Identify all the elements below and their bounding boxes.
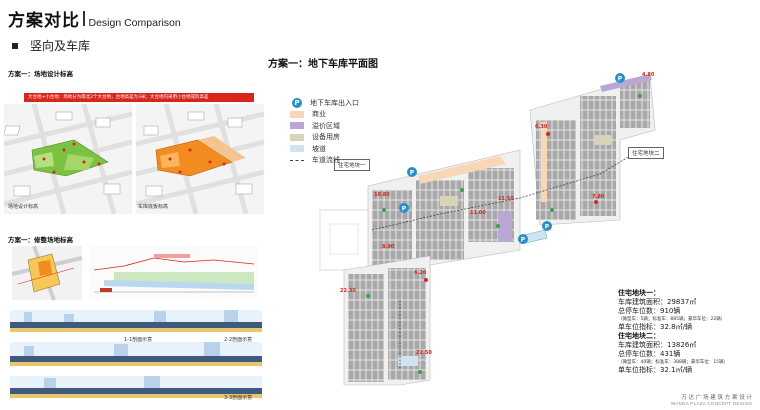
elevation-label-2: 6.30 [535,124,548,130]
caption-site-elevation: 场地设计标高 [8,204,39,210]
plot-two-heading: 住宅地块二： [618,332,660,340]
plan-markers [366,94,642,374]
dashed-line-icon [290,159,304,161]
site-plans-graphic [4,104,265,215]
square-bullet-icon [12,42,18,49]
section-label-3: 3-3剖面示意 [224,395,253,401]
section-label: 竖向及车库 [30,39,91,53]
plot-one-heading: 住宅地块一： [618,289,660,297]
parking-icon: P [292,97,302,108]
site-plan-right [135,104,265,215]
legend-label: 商业 [312,110,326,119]
plan-legend: P 地下车库出入口 商业 溢价区域 设备用房 坡道 车道流线 [290,97,359,166]
section-label-1: 1-1剖面示意 [124,337,153,343]
page-footer: 万 达 广 场 建 筑 方 案 设 计 WANDA PLAZA CONCEPT … [671,393,752,406]
elevation-label-3: 11.50 [498,196,514,202]
entrance-icon-3: P [521,237,526,244]
plot-two-index: 单车位指标：32.1㎡/辆 [618,366,692,374]
footer-en: WANDA PLAZA CONCEPT DESIGN [670,401,752,406]
entrance-icon-2: P [402,206,407,213]
plot-one-index: 单车位指标：32.8㎡/辆 [618,323,692,331]
legend-item-ramp: 坡道 [290,143,359,155]
entrance-icon-1: P [410,170,415,177]
plot-one-lower-garage [343,255,431,386]
elevation-label-1: 4.80 [642,72,655,78]
entrance-icon-5: P [618,76,623,83]
legend-swatch [290,145,304,153]
garage-entrances: P P P P P [399,73,625,244]
section-label-2: 2-2剖面示意 [224,337,253,343]
legend-swatch [290,133,304,141]
legend-item-commercial: 商业 [290,109,359,121]
site-plan-left [4,104,133,215]
legend-swatch [290,122,304,130]
plot-one-total: 总停车位数：910辆 [618,307,681,315]
plot-two-garage [529,74,656,226]
elevation-label-4: 10.80 [374,192,390,198]
section-strips-graphic [10,310,262,398]
plot-two-tag: 住宅地块二 [628,147,664,159]
platform-note-bar: 大台地+小台地：场地分为南北2个大台地，台地高差为3米；大台地内采用小台地或阶高… [24,93,254,102]
grading-profile-graphic [11,245,258,301]
plan-title: 方案一：地下车库平面图 [268,59,378,70]
caption-garage-elevation: 车库底板标高 [138,204,169,210]
title-divider [83,11,85,26]
elevation-label-5: 7.80 [592,194,605,200]
legend-item-lane: 车道流线 [290,155,359,167]
plot-one-tag: 住宅地块一 [334,159,370,171]
elevation-heading: 方案一：场地设计标高 [8,70,73,78]
legend-swatch [290,110,304,118]
plot-one-detail: （微型车：5辆；标准车：885辆；豪华车位：22辆） [618,317,726,322]
legend-item-entrance: P 地下车库出入口 [290,97,359,109]
legend-label: 车道流线 [312,156,340,165]
elevation-label-7: 11.00 [470,210,486,216]
grading-heading: 方案一：修整场地标高 [8,236,73,244]
legend-item-equipment: 设备用房 [290,132,359,144]
parking-stats: 住宅地块一： 车库建筑面积：29837㎡ 总停车位数：910辆 （微型车：5辆；… [618,289,758,375]
elevation-label-8: 22.30 [340,288,356,294]
plot-two-detail: （微型车：40辆；标准车：388辆；豪华车位：15辆） [618,360,729,365]
footer-cn: 万 达 广 场 建 筑 方 案 设 计 [681,395,752,401]
elevation-label-6: 8.00 [382,244,395,250]
entrance-icon-4: P [545,224,550,231]
plot-two-area: 车库建筑面积：13826㎡ [618,341,697,349]
section-heading: 竖向及车库 [12,37,90,54]
elevation-label-10: 22.50 [416,350,432,356]
elevation-labels: 4.80 6.30 11.50 10.80 7.80 8.00 11.00 22… [340,72,655,356]
page-header: 方案对比 Design Comparison [8,6,181,31]
legend-label: 地下车库出入口 [310,98,359,107]
page-title: 方案对比 [8,11,80,31]
plot-two-total: 总停车位数：431辆 [618,350,681,358]
legend-label: 溢价区域 [312,121,340,130]
plot-one-area: 车库建筑面积：29837㎡ [618,298,697,306]
page-subtitle: Design Comparison [88,17,181,29]
site-elevation-panel: 方案一：场地设计标高 大台地+小台地：场地分为南北2个大台地，台地高差为3米；大… [4,64,266,401]
legend-label: 坡道 [312,144,326,153]
elevation-label-9: 6.20 [414,270,427,276]
legend-label: 设备用房 [312,133,340,142]
legend-item-premium: 溢价区域 [290,120,359,132]
